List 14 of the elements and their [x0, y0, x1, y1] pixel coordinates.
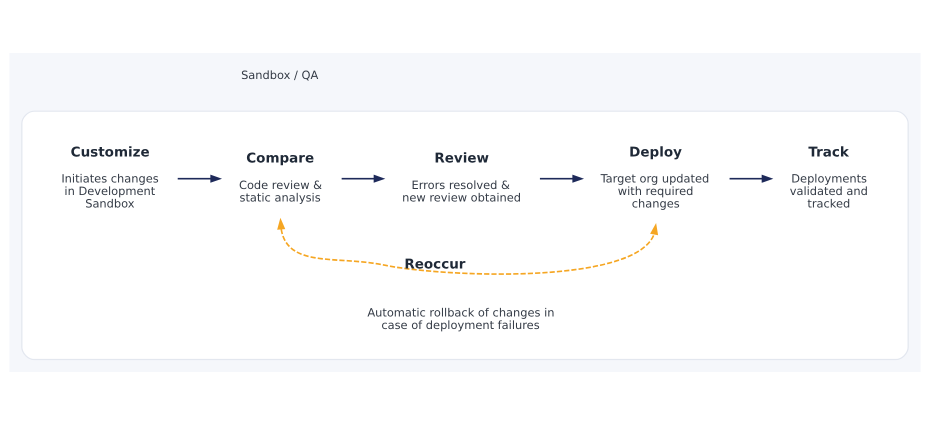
node-text: Customize Initiates changes in Development Sandbox [61, 144, 159, 210]
arrow [730, 174, 774, 182]
cluster [21, 110, 909, 360]
node-text: Deploy Target org updated with required changes [600, 144, 710, 210]
label: Automatic rollback of changes in case of deployment failures [367, 305, 555, 332]
node-text: Track Deployments validated and tracked [790, 144, 868, 210]
arrow [540, 174, 584, 182]
node-text: Review Errors resolved & new review obtained [402, 150, 522, 204]
edge-label: Reoccur [404, 256, 466, 272]
arrow [342, 174, 386, 182]
node-text: Compare Code review & static analysis [239, 150, 322, 204]
label: Sandbox / QA [241, 67, 318, 82]
arrow [178, 174, 222, 182]
arrow [277, 217, 658, 274]
